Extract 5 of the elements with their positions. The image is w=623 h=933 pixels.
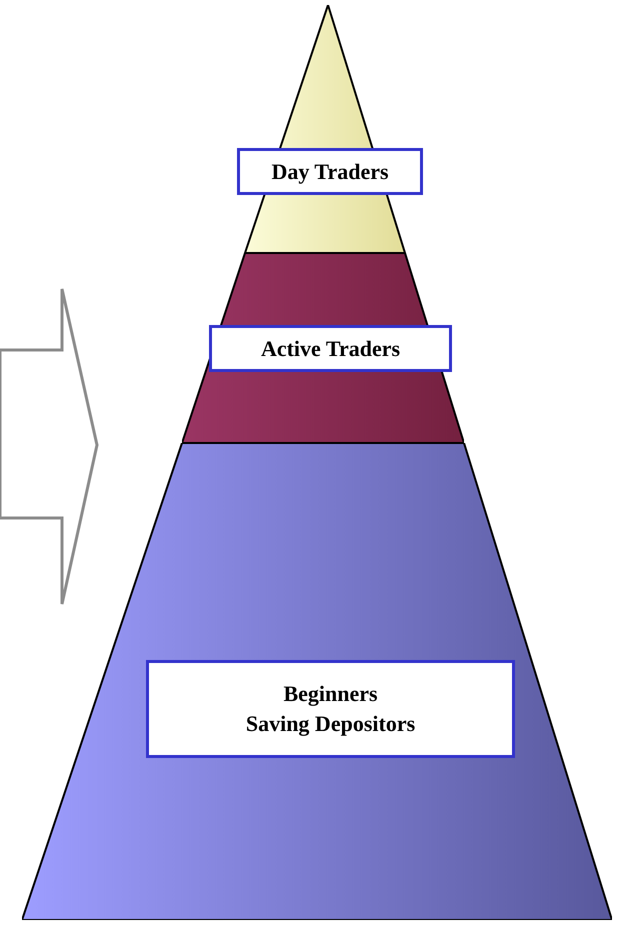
tier-label: Day Traders bbox=[237, 148, 423, 195]
pyramid-tier bbox=[182, 253, 464, 443]
tier-label: Beginners Saving Depositors bbox=[146, 660, 515, 758]
pyramid-tier bbox=[237, 5, 423, 253]
tier-label: Active Traders bbox=[209, 325, 452, 372]
